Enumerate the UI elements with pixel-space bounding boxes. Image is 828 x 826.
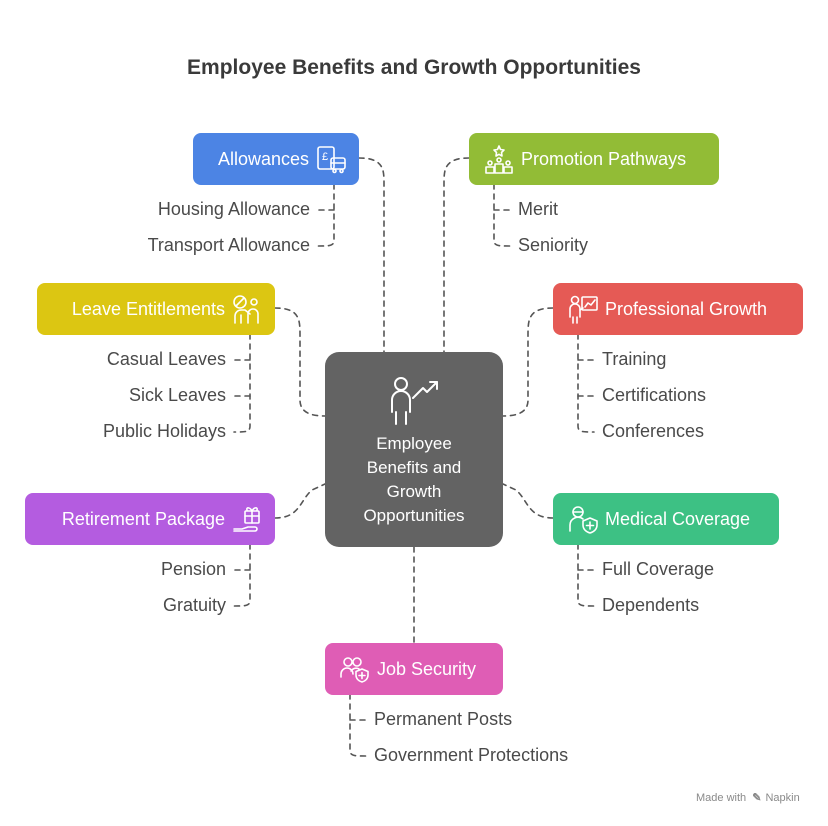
list-item: Pension <box>160 559 226 579</box>
center-label: Employee Benefits and Growth Opportuniti… <box>363 434 465 525</box>
medical-label: Medical Coverage <box>605 508 751 529</box>
list-item: Gratuity <box>162 595 226 615</box>
list-item: Seniority <box>518 235 589 255</box>
svg-text:£: £ <box>322 151 328 163</box>
podium-star-icon <box>485 145 513 174</box>
list-item: Training <box>602 349 667 369</box>
list-item: Housing Allowance <box>157 199 310 219</box>
growth-label: Professional Growth <box>605 298 768 319</box>
list-item: Permanent Posts <box>374 709 513 729</box>
list-item: Conferences <box>602 421 705 441</box>
list-item: Full Coverage <box>602 559 715 579</box>
allowances-box: Allowances £ <box>193 133 359 185</box>
promotion-label: Promotion Pathways <box>521 148 687 169</box>
center-node: Employee Benefits and Growth Opportuniti… <box>325 352 503 547</box>
list-item: Public Holidays <box>102 421 226 441</box>
gift-hand-icon <box>233 507 260 532</box>
leave-label: Leave Entitlements <box>71 298 225 319</box>
footer-brand: Napkin <box>765 792 800 804</box>
leave-box: Leave Entitlements <box>37 283 275 335</box>
list-item: Transport Allowance <box>147 235 310 255</box>
list-item: Casual Leaves <box>106 349 226 369</box>
medical-box: Medical Coverage <box>553 493 779 545</box>
retirement-box: Retirement Package <box>25 493 275 545</box>
list-item: Sick Leaves <box>128 385 226 405</box>
person-leave-icon <box>233 295 259 324</box>
list-item: Merit <box>518 199 558 219</box>
medical-shield-icon <box>569 506 598 534</box>
page-title: Employee Benefits and Growth Opportuniti… <box>187 56 641 79</box>
footer-prefix: Made with <box>696 792 747 804</box>
allowance-money-bus-icon: £ <box>317 146 346 174</box>
retirement-label: Retirement Package <box>61 508 225 529</box>
security-box: Job Security <box>325 643 503 695</box>
list-item: Certifications <box>602 385 707 405</box>
footer-credit: Made with ✎ Napkin <box>696 791 800 804</box>
napkin-logo-icon: ✎ <box>752 792 762 804</box>
growth-box: Professional Growth <box>553 283 803 335</box>
security-label: Job Security <box>377 658 477 679</box>
person-growth-icon <box>391 377 438 425</box>
presenter-board-icon <box>569 295 598 324</box>
allowances-label: Allowances <box>217 148 309 169</box>
list-item: Dependents <box>602 595 700 615</box>
promotion-box: Promotion Pathways <box>469 133 719 185</box>
users-shield-icon <box>340 657 369 683</box>
list-item: Government Protections <box>374 745 569 765</box>
